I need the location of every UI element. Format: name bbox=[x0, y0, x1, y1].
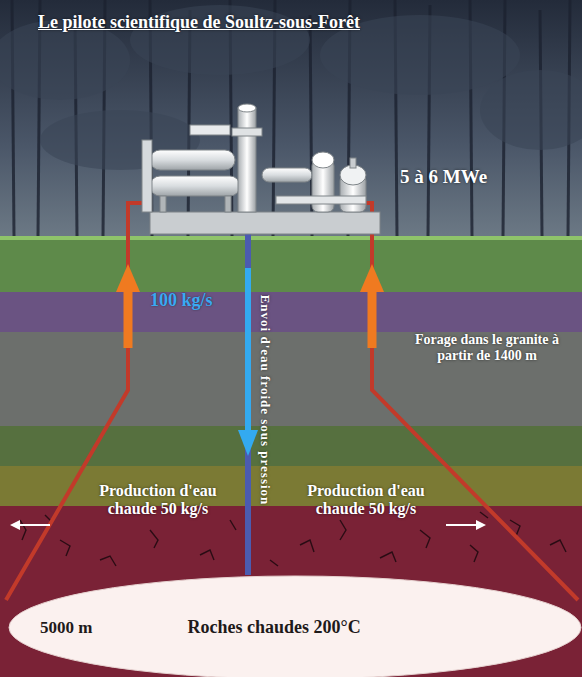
depth-label: 5000 m bbox=[40, 618, 92, 638]
production-note: Production d'eau chaude 50 kg/s bbox=[80, 482, 236, 519]
power-output: 5 à 6 MWe bbox=[400, 166, 487, 188]
injection-label: Envoi d'eau froide sous pression bbox=[258, 295, 273, 506]
diagram-title: Le pilote scientifique de Soultz-sous-Fo… bbox=[38, 12, 360, 33]
flow-rate: 100 kg/s bbox=[150, 290, 213, 311]
rock-label: Roches chaudes 200°C bbox=[187, 617, 360, 638]
production-note: Production d'eau chaude 50 kg/s bbox=[288, 482, 444, 519]
drilling-note: Forage dans le granite à partir de 1400 … bbox=[398, 332, 576, 364]
hot-rock-ellipse: 5000 m Roches chaudes 200°C bbox=[8, 570, 582, 677]
